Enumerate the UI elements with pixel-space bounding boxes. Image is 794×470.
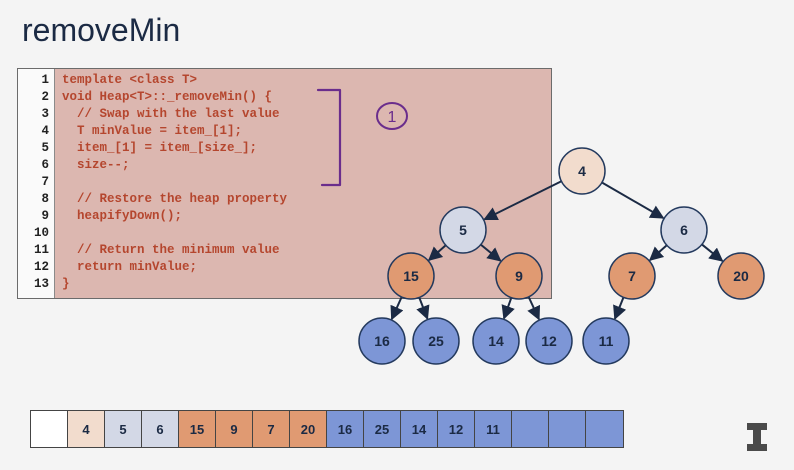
tree-node-circle — [495, 252, 543, 300]
annotation-number: 1 — [388, 109, 397, 126]
code-line: return minValue; — [62, 260, 198, 274]
tree-edge — [416, 297, 430, 320]
tree-edge — [501, 297, 515, 320]
tree-node: 16 — [358, 317, 406, 365]
array-cell: 5 — [105, 411, 142, 447]
code-line: heapifyDown(); — [62, 209, 183, 223]
array-cell: 16 — [327, 411, 364, 447]
array-cell — [512, 411, 549, 447]
line-number: 5 — [41, 141, 49, 155]
line-number: 10 — [33, 226, 49, 240]
array-cell — [549, 411, 586, 447]
tree-node-circle — [558, 147, 606, 195]
code-line: item_[1] = item_[size_]; — [62, 141, 258, 155]
tree-node: 7 — [608, 252, 656, 300]
code-line: // Restore the heap property — [62, 192, 288, 206]
edges-layer — [390, 180, 724, 321]
array-cell: 15 — [179, 411, 216, 447]
tree-edge — [701, 243, 724, 262]
tree-node-circle — [439, 206, 487, 254]
tree-node-circle — [472, 317, 520, 365]
tree-node-label: 6 — [680, 222, 688, 238]
array-cell: 12 — [438, 411, 475, 447]
array-cell — [586, 411, 623, 447]
array-cell: 25 — [364, 411, 401, 447]
line-number: 1 — [41, 73, 49, 87]
line-number: 7 — [41, 175, 49, 189]
line-number: 12 — [33, 260, 49, 274]
array-cell — [31, 411, 68, 447]
tree-node-label: 7 — [628, 268, 636, 284]
annotation-bracket — [316, 88, 342, 187]
line-number: 6 — [41, 158, 49, 172]
tree-node-circle — [660, 206, 708, 254]
line-number: 13 — [33, 277, 49, 291]
code-line: size--; — [62, 158, 130, 172]
code-line: T minValue = item_[1]; — [62, 124, 243, 138]
tree-node-label: 12 — [541, 333, 557, 349]
array-cell: 7 — [253, 411, 290, 447]
array-cell: 9 — [216, 411, 253, 447]
array-cell: 4 — [68, 411, 105, 447]
line-number: 2 — [41, 90, 49, 104]
tree-edge — [483, 180, 562, 221]
tree-node-label: 20 — [733, 268, 749, 284]
tree-node-circle — [525, 317, 573, 365]
line-number: 4 — [41, 124, 49, 138]
nodes-layer: 4 5 6 15 9 7 20 16 25 14 12 11 — [358, 147, 765, 365]
tree-edge — [601, 181, 665, 219]
tree-edge — [480, 243, 502, 262]
array-cell: 6 — [142, 411, 179, 447]
tree-node: 15 — [387, 252, 435, 300]
annotation-circle — [376, 102, 408, 130]
tree-node-circle — [358, 317, 406, 365]
tree-node-label: 14 — [488, 333, 504, 349]
line-number: 9 — [41, 209, 49, 223]
tree-node: 20 — [717, 252, 765, 300]
tree-node-label: 5 — [459, 222, 467, 238]
tree-node: 12 — [525, 317, 573, 365]
tree-node: 11 — [582, 317, 630, 365]
tree-edge — [527, 296, 541, 321]
line-number: 8 — [41, 192, 49, 206]
line-number: 11 — [33, 243, 49, 257]
tree-edge — [648, 244, 668, 262]
array-cell: 11 — [475, 411, 512, 447]
tree-edge — [613, 296, 627, 321]
tree-node-circle — [608, 252, 656, 300]
slide-title: removeMin — [22, 12, 181, 48]
array-cell: 20 — [290, 411, 327, 447]
tree-node: 6 — [660, 206, 708, 254]
code-line: template <class T> — [62, 73, 198, 87]
code-line: } — [62, 277, 70, 291]
illinois-i-icon — [747, 423, 767, 451]
code-line: void Heap<T>::_removeMin() { — [62, 90, 273, 104]
tree-node-label: 15 — [403, 268, 419, 284]
tree-node-label: 25 — [428, 333, 444, 349]
tree-node-circle — [717, 252, 765, 300]
tree-node-circle — [412, 317, 460, 365]
code-line: // Return the minimum value — [62, 243, 280, 257]
tree-node: 4 — [558, 147, 606, 195]
tree-node: 9 — [495, 252, 543, 300]
tree-node-label: 4 — [578, 163, 586, 179]
tree-node-label: 11 — [599, 333, 614, 349]
tree-node: 25 — [412, 317, 460, 365]
line-number: 3 — [41, 107, 49, 121]
tree-node: 5 — [439, 206, 487, 254]
tree-node-label: 16 — [374, 333, 390, 349]
tree-node-circle — [582, 317, 630, 365]
array-cell: 14 — [401, 411, 438, 447]
tree-edge — [390, 296, 404, 321]
tree-node-label: 9 — [515, 268, 523, 284]
code-line: // Swap with the last value — [62, 107, 280, 121]
tree-node: 14 — [472, 317, 520, 365]
tree-edge — [427, 244, 447, 262]
tree-node-circle — [387, 252, 435, 300]
